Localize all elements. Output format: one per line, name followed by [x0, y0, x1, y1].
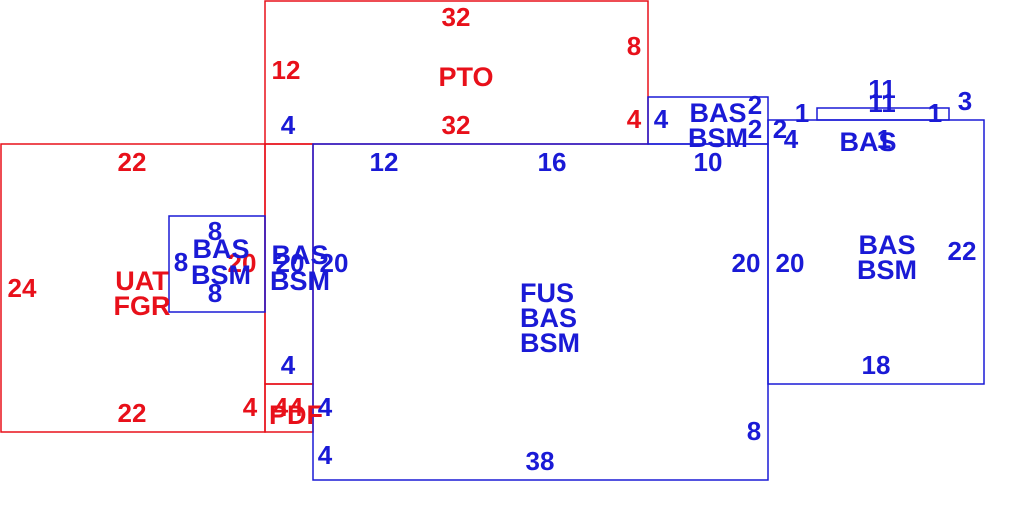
fus-main-area: FUS BAS BSM 12 16 10 20 8 38 4 — [318, 147, 761, 476]
bas-top-right-area: BAS 11 11 1 — [839, 74, 896, 157]
area-code: BSM — [270, 266, 330, 296]
dimension-label: 8 — [208, 278, 222, 308]
bas-top-right-outline — [816, 107, 950, 121]
dimension-label: 1 — [928, 98, 942, 128]
bas-small-left-outline — [168, 215, 266, 313]
dimension-label: 18 — [862, 350, 891, 380]
area-code: FUS — [520, 278, 574, 308]
pto-area: PTO 32 8 12 4 32 — [272, 2, 642, 140]
dimension-label: 22 — [118, 398, 147, 428]
dimension-label: 20 — [776, 248, 805, 278]
dimension-label: 4 — [318, 440, 333, 470]
bas-top-small-area: BAS BSM 4 2 2 2 4 — [654, 90, 799, 154]
area-code: PDF — [269, 400, 323, 430]
area-code: PTO — [438, 62, 493, 92]
area-code: BAS — [839, 127, 896, 157]
dimension-label: 20 — [732, 248, 761, 278]
dimension-label: 2 — [748, 114, 762, 144]
area-code: BAS — [520, 303, 577, 333]
dimension-label: 4 — [654, 104, 669, 134]
dimension-label: 1 — [795, 98, 809, 128]
dimension-label: 8 — [208, 216, 222, 246]
area-code: BAS — [271, 240, 328, 270]
dimension-label: 32 — [442, 110, 471, 140]
dimension-label: 38 — [526, 446, 555, 476]
area-code: BSM — [688, 123, 748, 153]
dimension-label: 4 — [289, 392, 304, 422]
dimension-label: 20 — [276, 248, 305, 278]
uat-fgr-area: UAT FGR 22 24 22 4 20 — [8, 147, 258, 428]
blue-outlines — [168, 96, 985, 481]
bas-small-left-area: BAS BSM 8 8 8 — [174, 216, 251, 308]
pdf-area: PDF 4 4 4 — [269, 392, 333, 430]
red-outlines — [0, 0, 649, 433]
dimension-label: 8 — [174, 247, 188, 277]
dimension-label: 24 — [8, 273, 37, 303]
dimension-label: 4 — [627, 104, 642, 134]
dimension-label: 16 — [538, 147, 567, 177]
dimension-label: 2 — [748, 90, 762, 120]
dimension-label: 32 — [442, 2, 471, 32]
area-code: BSM — [857, 255, 917, 285]
bas-right-area: BAS BSM 20 22 18 1 1 3 — [776, 86, 977, 380]
dimension-label: 4 — [274, 392, 289, 422]
dimension-label: 8 — [747, 416, 761, 446]
dimension-label: 20 — [320, 248, 349, 278]
area-code: BSM — [520, 328, 580, 358]
area-code: BAS — [858, 230, 915, 260]
dimension-label: 4 — [281, 350, 296, 380]
dimension-label: 22 — [948, 236, 977, 266]
area-code: BSM — [191, 260, 251, 290]
area-code: BAS — [689, 98, 746, 128]
dimension-label: 22 — [118, 147, 147, 177]
dimension-label: 11 — [868, 88, 896, 118]
bas-strip-area: BAS BSM 20 20 4 4 — [270, 110, 348, 380]
dimension-label: 4 — [784, 124, 799, 154]
dimension-label: 2 — [773, 114, 787, 144]
dimension-label: 20 — [228, 248, 257, 278]
dimension-label: 8 — [627, 31, 641, 61]
dimension-label: 12 — [370, 147, 399, 177]
dimension-label: 4 — [318, 392, 333, 422]
dimension-label: 4 — [281, 110, 296, 140]
area-code: UAT — [115, 266, 169, 296]
dimension-label: 1 — [877, 124, 891, 154]
area-code: BAS — [192, 234, 249, 264]
dimension-label: 12 — [272, 55, 301, 85]
dimension-label: 11 — [868, 74, 896, 104]
dimension-label: 3 — [958, 86, 972, 116]
area-code: FGR — [114, 291, 171, 321]
dimension-label: 10 — [694, 147, 723, 177]
dimension-label: 4 — [243, 392, 258, 422]
